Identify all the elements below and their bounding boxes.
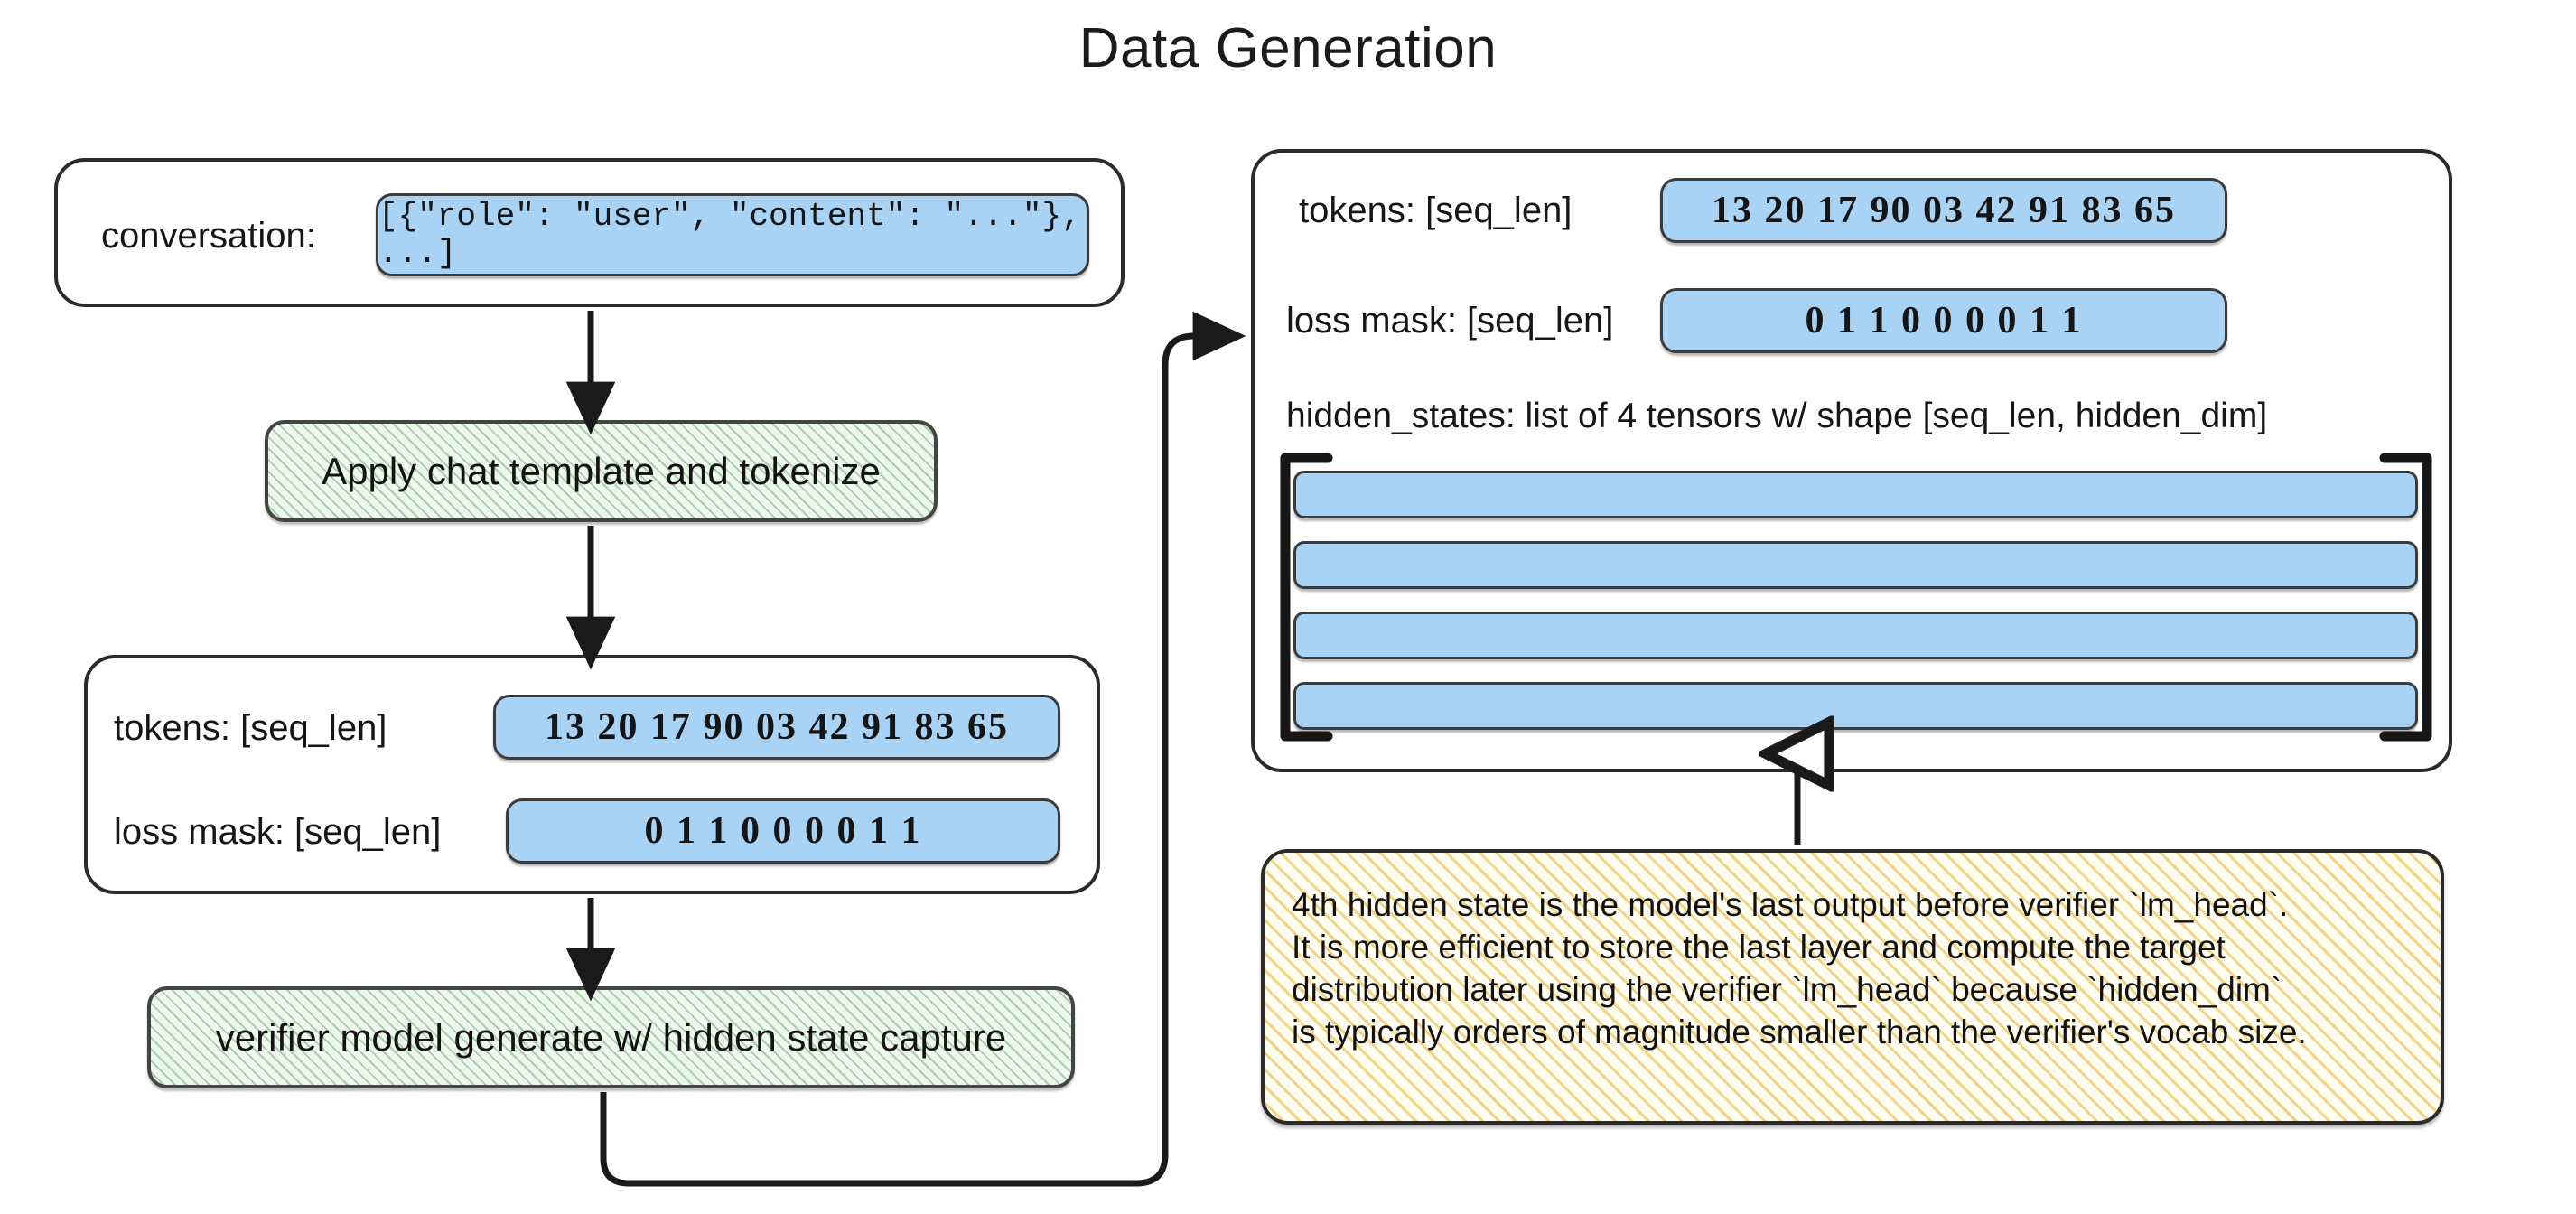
- note-line-3: distribution later using the verifier `l…: [1292, 971, 2282, 1008]
- output-loss-mask-value: 0 1 1 0 0 0 0 1 1: [1660, 288, 2227, 353]
- hidden-state-bar-4: [1293, 682, 2418, 730]
- output-loss-mask-label: loss mask: [seq_len]: [1286, 300, 1614, 341]
- output-tokens-value: 13 20 17 90 03 42 91 83 65: [1660, 178, 2227, 243]
- hidden-states-brackets: [1280, 453, 2432, 742]
- explanation-note: 4th hidden state is the model's last out…: [1261, 849, 2444, 1125]
- hidden-state-bar-3: [1293, 612, 2418, 659]
- tokens-label: tokens: [seq_len]: [114, 707, 387, 748]
- process-verifier-generate: verifier model generate w/ hidden state …: [147, 986, 1075, 1088]
- hidden-state-bar-2: [1293, 541, 2418, 589]
- output-tokens-label: tokens: [seq_len]: [1299, 190, 1573, 230]
- loss-mask-label: loss mask: [seq_len]: [114, 811, 442, 852]
- tokens-value: 13 20 17 90 03 42 91 83 65: [493, 695, 1060, 760]
- note-line-4: is typically orders of magnitude smaller…: [1292, 1013, 2307, 1051]
- process-apply-chat-template: Apply chat template and tokenize: [265, 420, 938, 522]
- page-title: Data Generation: [1078, 17, 1498, 79]
- conversation-value: [{"role": "user", "content": "..."}, ...…: [376, 193, 1089, 276]
- loss-mask-value: 0 1 1 0 0 0 0 1 1: [506, 798, 1060, 864]
- output-box: tokens: [seq_len] 13 20 17 90 03 42 91 8…: [1251, 149, 2452, 772]
- hidden-state-bar-1: [1293, 471, 2418, 518]
- note-line-2: It is more efficient to store the last l…: [1292, 929, 2226, 966]
- conversation-box: conversation: [{"role": "user", "content…: [54, 158, 1125, 307]
- hidden-states-label: hidden_states: list of 4 tensors w/ shap…: [1286, 397, 2268, 435]
- note-line-1: 4th hidden state is the model's last out…: [1292, 886, 2289, 923]
- tokens-loss-mask-box: tokens: [seq_len] 13 20 17 90 03 42 91 8…: [84, 655, 1100, 894]
- conversation-label: conversation:: [101, 216, 316, 256]
